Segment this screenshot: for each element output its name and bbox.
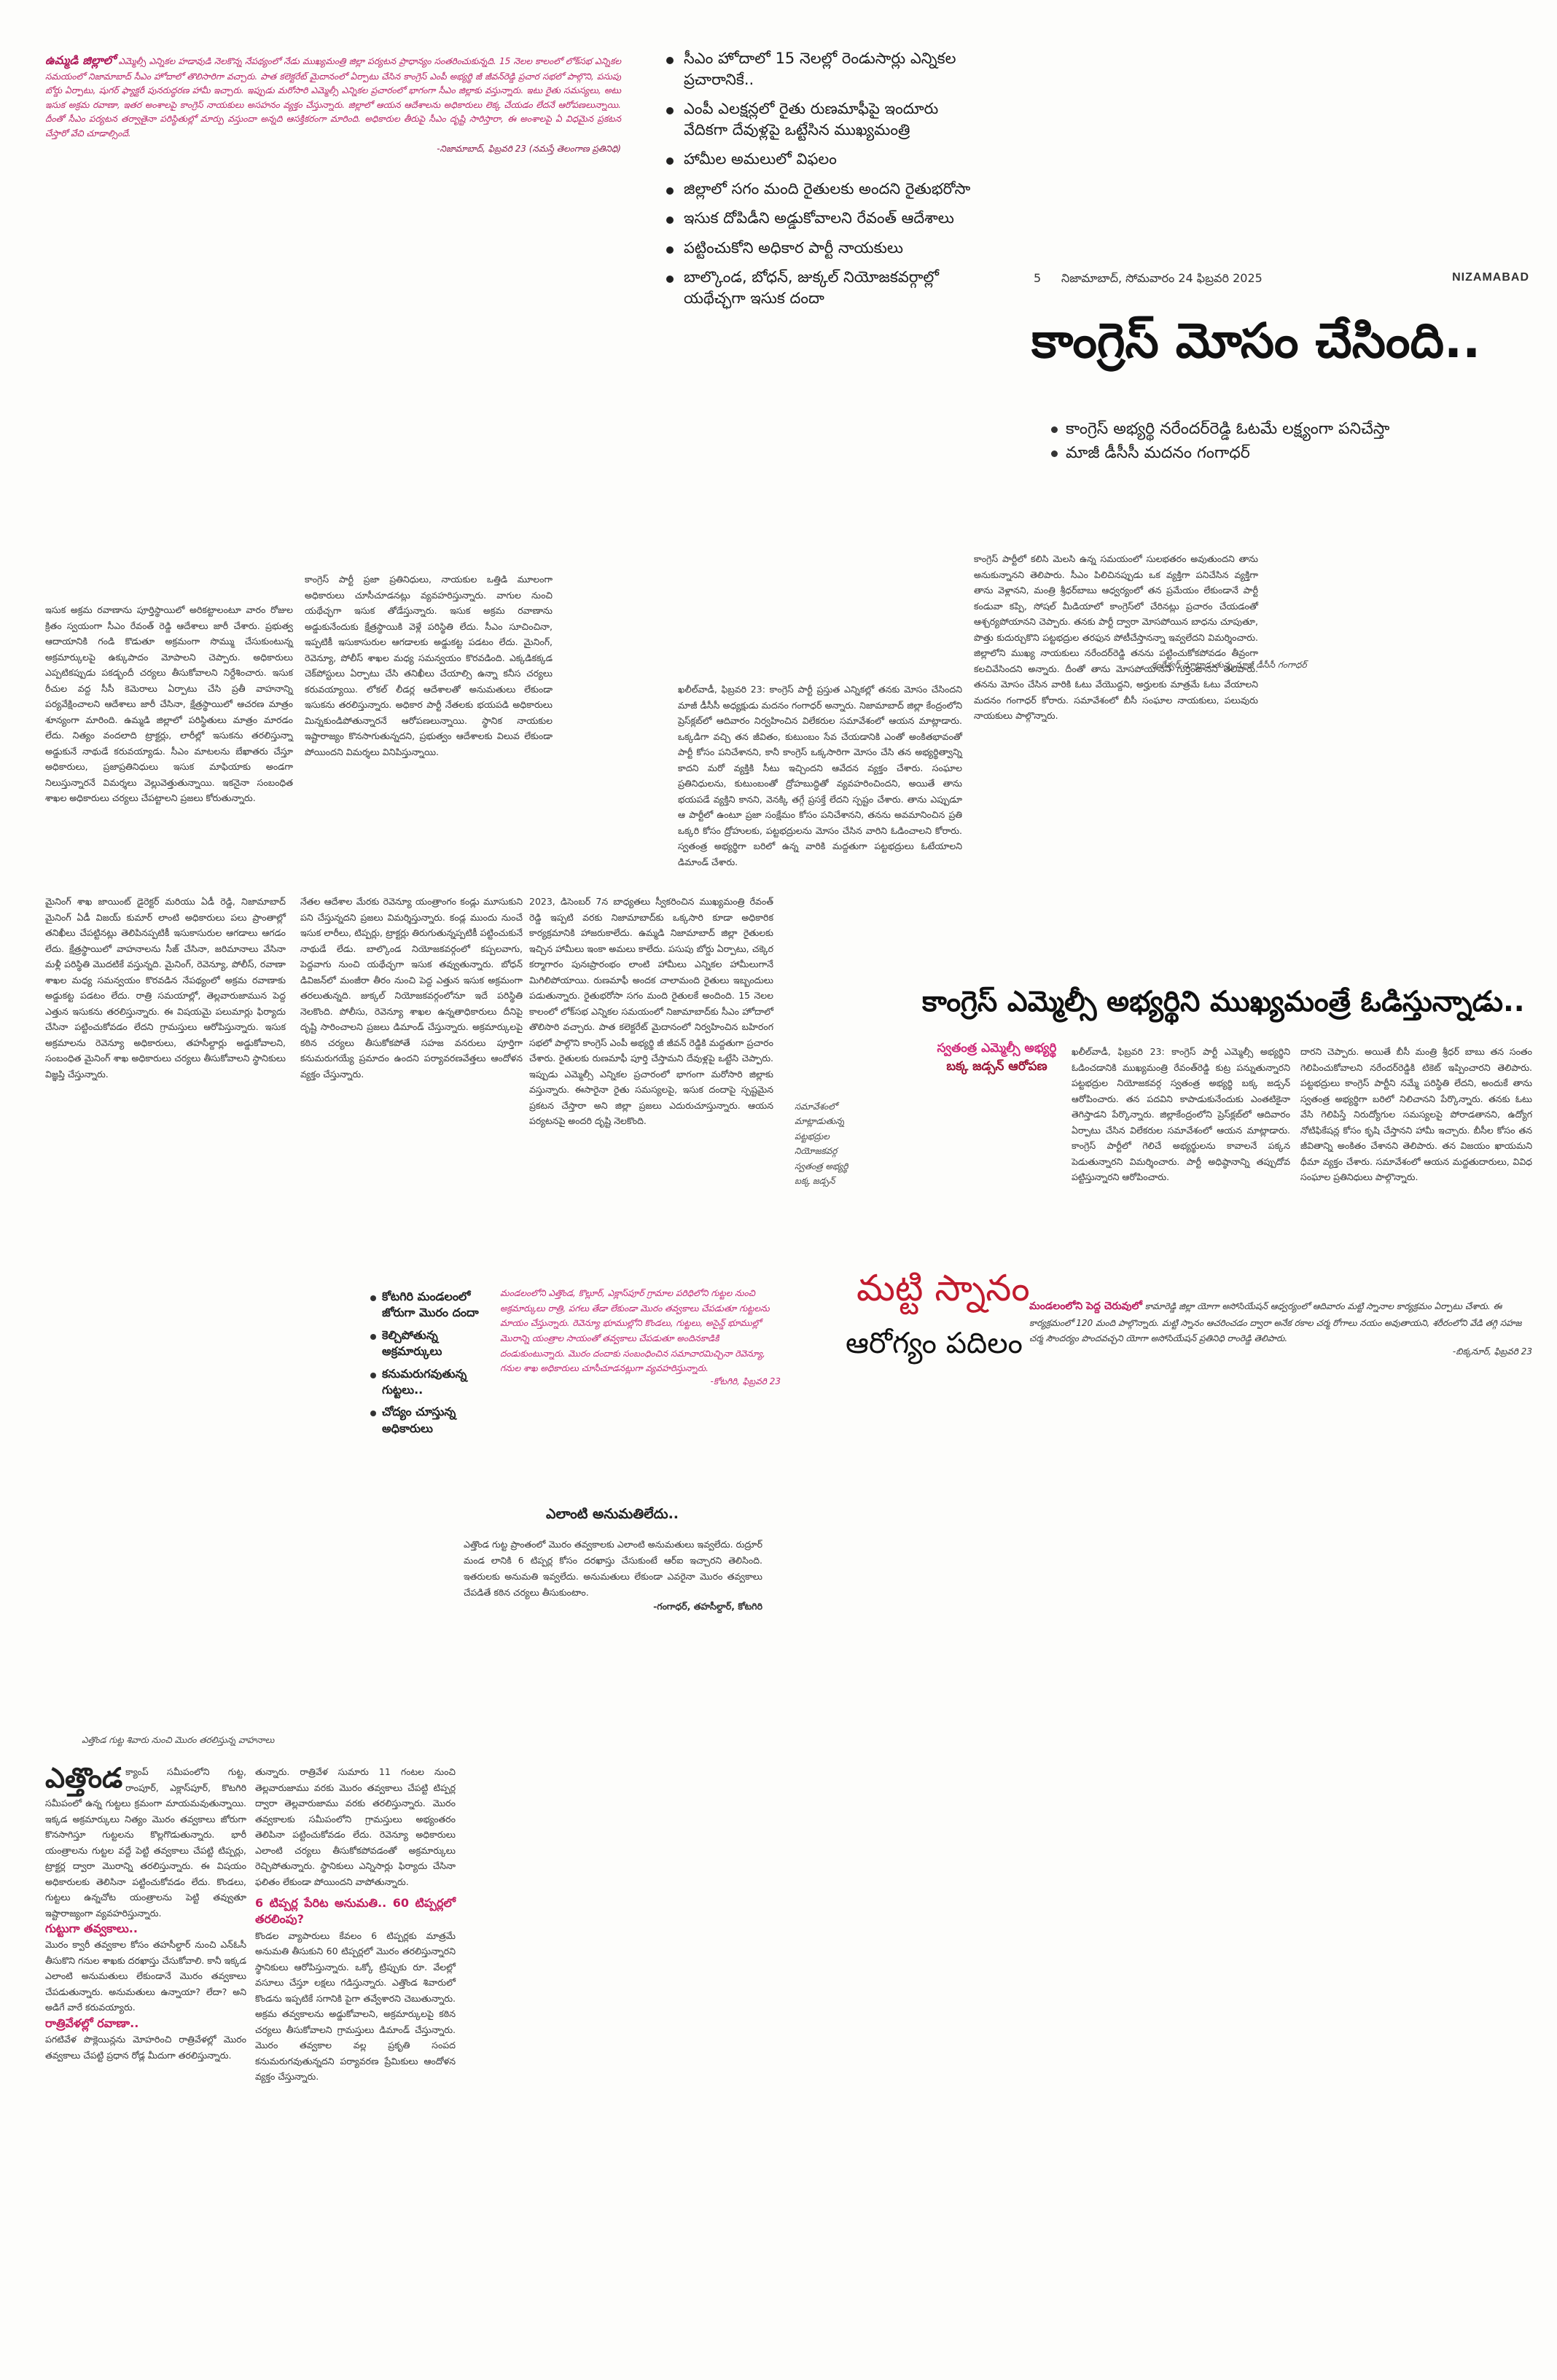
main-subheadline: కాంగ్రెస్ అభ్యర్థి నరేందర్‌రెడ్డి ఓటమే ల… bbox=[1050, 417, 1531, 441]
main-headline: కాంగ్రెస్ మోసం చేసింది.. bbox=[1031, 313, 1481, 369]
moram-brief-byline: -కోటగిరి, ఫిబ్రవరి 23 bbox=[710, 1376, 781, 1386]
moram-bullet: కెల్చిపోతున్న అక్రమార్కులు bbox=[369, 1327, 482, 1360]
highlights-list: సీఎం హోదాలో 15 నెలల్లో రెండుసార్లు ఎన్ని… bbox=[663, 48, 984, 317]
mid-subheadline: స్వతంత్ర ఎమ్మెల్సీ అభ్యర్థి బక్క జడ్సన్ … bbox=[933, 1039, 1061, 1075]
moram-brief-text: మండలంలోని ఎత్తొండ, కొల్లూర్, ఎక్లాస్‌పూర… bbox=[500, 1288, 770, 1374]
highlight-item: సీఎం హోదాలో 15 నెలల్లో రెండుసార్లు ఎన్ని… bbox=[663, 48, 984, 90]
mud-bath-byline: -బిక్కనూర్, ఫిబ్రవరి 23 bbox=[1452, 1346, 1532, 1357]
moram-bullets: కోటగిరి మండలంలో జోరుగా మొరం దందా కెల్చిప… bbox=[369, 1289, 482, 1443]
highlight-item: ఇసుక దోపిడీని అడ్డుకోవాలని రేవంత్ ఆదేశాల… bbox=[663, 208, 984, 229]
moram-brief: మండలంలోని ఎత్తొండ, కొల్లూర్, ఎక్లాస్‌పూర… bbox=[500, 1286, 781, 1389]
page-header: 5 నిజామాబాద్, సోమవారం 24 ఫిబ్రవరి 2025 N… bbox=[1034, 271, 1529, 290]
moram-bullet: చోద్యం చూస్తున్న అధికారులు bbox=[369, 1404, 482, 1437]
sand-photo-caption: సమావేశంలో మాట్లాడుతున్న పట్టభద్రుల నియోజ… bbox=[795, 1099, 904, 1188]
bottom-col-1-text-c: పగటివేళ పొక్లెయిన్లను మోహరించి రాత్రివేళ… bbox=[45, 2034, 246, 2061]
sand-col-1: ఇసుక అక్రమ రవాణాను పూర్తిస్థాయిలో అరికట్… bbox=[45, 604, 293, 803]
mud-bath-title: మట్టి స్నానం bbox=[856, 1267, 1030, 1309]
section-name: NIZAMABAD bbox=[1452, 271, 1529, 284]
officer-quote-byline: -గంగాధర్, తహసీల్దార్, కోటగిరి bbox=[653, 1600, 762, 1612]
mud-bath-lead: మండలంలోని పెద్ద చెరువులో bbox=[1029, 1300, 1142, 1312]
bottom-col-2-text-b: కొండల వ్యాపారులు కేవలం 6 టిప్పర్లకు మాత్… bbox=[255, 1930, 456, 2083]
sand-col-5: 2023, డిసెంబర్ 7న బాధ్యతలు స్వీకరించిన మ… bbox=[529, 896, 773, 1126]
dropcap: ఎత్తొండ bbox=[45, 1762, 123, 1794]
highlight-item: ఎంపీ ఎలక్షన్లలో రైతు రుణమాఫీపై ఇందూరు వే… bbox=[663, 98, 984, 140]
officer-quote-heading: ఎలాంటి అనుమతిలేదు.. bbox=[545, 1506, 679, 1522]
top-brief-lead: ఉమ్మడి జిల్లాలో bbox=[45, 53, 116, 67]
moram-bullet: కనుమరుగవుతున్న గుట్టలు.. bbox=[369, 1366, 482, 1399]
top-brief-byline: -నిజామాబాద్, ఫిబ్రవరి 23 (నమస్తే తెలంగాణ… bbox=[437, 144, 621, 155]
mud-bath-brief: మండలంలోని పెద్ద చెరువులో కామారెడ్డి జిల్… bbox=[1029, 1298, 1532, 1359]
main-col-2: కాంగ్రెస్ పార్టీలో కలిసి మెలసి ఉన్న సమయం… bbox=[974, 553, 1258, 721]
caption-line: నియోజకవర్గ bbox=[795, 1146, 838, 1157]
highlight-item: హామీల అమలులో విఫలం bbox=[663, 149, 984, 170]
caption-line: మాట్లాడుతున్న bbox=[795, 1116, 845, 1127]
main-col-1: ఖలీల్‌వాడీ, ఫిబ్రవరి 23: కాంగ్రెస్ పార్ట… bbox=[678, 684, 962, 867]
mid-sub-line: స్వతంత్ర ఎమ్మెల్సీ అభ్యర్థి bbox=[937, 1041, 1057, 1056]
page-date: నిజామాబాద్, సోమవారం 24 ఫిబ్రవరి 2025 bbox=[1061, 271, 1263, 285]
bottom-col-1-text-a: క్యాంప్ సమీపంలోని గుట్ట, రాంపూర్, ఎక్లాస… bbox=[45, 1766, 246, 1919]
main-photo-caption: కంఠేశ్వర్ మాట్లాడుతున్న మాజీ డీసీసీ గంగా… bbox=[1152, 660, 1307, 670]
bottom-subhead: గుట్టుగా తవ్వకాలు.. bbox=[45, 1921, 138, 1935]
caption-line: స్వతంత్ర అభ్యర్థి bbox=[795, 1160, 848, 1171]
highlight-item: పట్టించుకోని అధికార పార్టీ నాయకులు bbox=[663, 238, 984, 259]
bottom-col-1-text-b: మొరం క్వారీ తవ్వకాల కోసం తహసీల్దార్ నుంచ… bbox=[45, 1939, 246, 2013]
caption-line: సమావేశంలో bbox=[795, 1101, 838, 1112]
top-brief-body: ఉమ్మడి జిల్లాలో ఎమ్మెల్సీ ఎన్నికల హడావుడ… bbox=[45, 51, 621, 141]
bottom-col-2-text-a: తున్నారు. రాత్రివేళ సుమారు 11 గంటల నుంచి… bbox=[255, 1766, 456, 1887]
sand-col-3: మైనింగ్ శాఖ జాయింట్ డైరెక్టర్ మరియు ఏడీ … bbox=[45, 896, 286, 1080]
top-brief-text: ఎమ్మెల్సీ ఎన్నికల హడావుడి నెలకొన్న నేపథ్… bbox=[45, 56, 621, 138]
bottom-photo-caption: ఎత్తొండ గుట్ట శివారు నుంచి మొరం తరలిస్తు… bbox=[82, 1735, 275, 1745]
mid-col-2: దారని చెప్పారు. అయితే బీసీ మంత్రి శ్రీధర… bbox=[1300, 1046, 1532, 1182]
main-subheadline: మాజీ డీసీసీ మదనం గంగాధర్ bbox=[1050, 441, 1531, 465]
page-number: 5 bbox=[1034, 271, 1042, 285]
bottom-col-1: ఎత్తొండ క్యాంప్ సమీపంలోని గుట్ట, రాంపూర్… bbox=[45, 1764, 246, 2063]
bottom-col-2: తున్నారు. రాత్రివేళ సుమారు 11 గంటల నుంచి… bbox=[255, 1764, 456, 2085]
sand-col-4: నేతల ఆదేశాల మేరకు రెవెన్యూ యంత్రాంగం కండ… bbox=[300, 896, 523, 1080]
highlight-item: జిల్లాలో సగం మంది రైతులకు అందని రైతుభరోస… bbox=[663, 179, 984, 200]
mid-col-1: ఖలీల్‌వాడీ, ఫిబ్రవరి 23: కాంగ్రెస్ పార్ట… bbox=[1072, 1046, 1290, 1182]
caption-line: పట్టభద్రుల bbox=[795, 1131, 830, 1142]
main-subheadlines: కాంగ్రెస్ అభ్యర్థి నరేందర్‌రెడ్డి ఓటమే ల… bbox=[1050, 417, 1531, 465]
mid-sub-line: బక్క జడ్సన్ ఆరోపణ bbox=[946, 1058, 1047, 1074]
bottom-subhead: 6 టిప్పర్ల పేరిట అనుమతి.. 60 టిప్పర్లలో … bbox=[255, 1896, 456, 1927]
officer-quote-text: ఎత్తొండ గుట్ట ప్రాంతంలో మొరం తవ్వకాలకు ఎ… bbox=[464, 1539, 762, 1598]
top-brief: ఉమ్మడి జిల్లాలో ఎమ్మెల్సీ ఎన్నికల హడావుడ… bbox=[45, 51, 621, 156]
caption-line: బక్క జడ్సన్ bbox=[795, 1175, 835, 1186]
highlight-item: బాల్కొండ, బోధన్, జుక్కల్ నియోజకవర్గాల్లో… bbox=[663, 267, 984, 308]
moram-bullet: కోటగిరి మండలంలో జోరుగా మొరం దందా bbox=[369, 1289, 482, 1322]
mud-bath-subtitle: ఆరోగ్యం పదిలం bbox=[846, 1327, 1023, 1360]
mud-bath-text: కామారెడ్డి జిల్లా యోగా అసోసియేషన్ ఆధ్వర్… bbox=[1029, 1301, 1522, 1343]
officer-quote: ఎత్తొండ గుట్ట ప్రాంతంలో మొరం తవ్వకాలకు ఎ… bbox=[464, 1537, 762, 1615]
sand-col-2: కాంగ్రెస్ పార్టీ ప్రజా ప్రతినిధులు, నాయక… bbox=[305, 574, 553, 757]
mid-headline: కాంగ్రెస్ ఎమ్మెల్సీ అభ్యర్థిని ముఖ్యమంత్… bbox=[922, 986, 1525, 1018]
mud-bath-body: మండలంలోని పెద్ద చెరువులో కామారెడ్డి జిల్… bbox=[1029, 1298, 1532, 1346]
bottom-subhead: రాత్రివేళల్లో రవాణా.. bbox=[45, 2016, 139, 2030]
